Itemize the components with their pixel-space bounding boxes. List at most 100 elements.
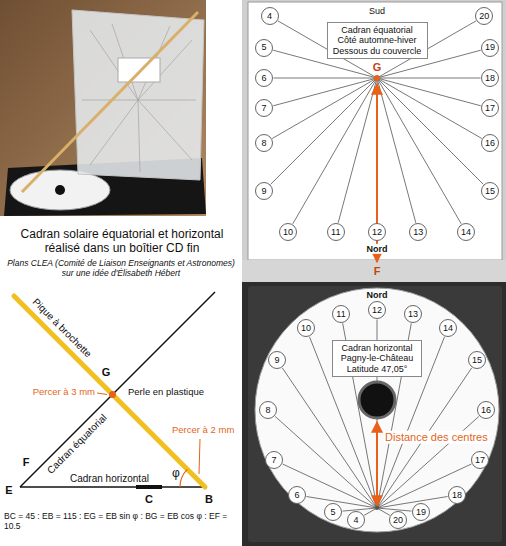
part-label: Pique à brochette <box>30 296 94 360</box>
hour-line <box>377 78 482 139</box>
hour-circle: 4 <box>347 511 365 529</box>
dimension-note: BC = 45 : EB = 115 : EG = EB sin φ : BG … <box>4 512 240 532</box>
hour-line <box>377 78 416 223</box>
angle-label: φ <box>172 467 180 481</box>
hour-number: 5 <box>330 508 335 517</box>
hour-number: 7 <box>271 456 276 465</box>
disc-hub <box>55 185 65 195</box>
hour-number: 11 <box>336 310 345 319</box>
hour-line <box>343 508 378 511</box>
hour-line <box>274 78 378 79</box>
hour-line <box>90 100 138 165</box>
dial-label-box: Cadran horizontal Pagny-le-Château Latit… <box>332 340 422 377</box>
dial-hub <box>359 382 395 418</box>
hour-number: 4 <box>353 516 358 525</box>
hour-number: 8 <box>265 406 270 415</box>
hour-number: 20 <box>393 516 403 525</box>
hour-line <box>138 100 196 101</box>
direction-label: Sud <box>369 6 385 16</box>
hour-number: 19 <box>485 43 495 52</box>
hour-number: 16 <box>481 406 491 415</box>
hour-circle: 12 <box>368 223 386 241</box>
dial-label-text: Cadran équatorial Côté automne-hiver Des… <box>333 25 422 56</box>
hour-circle: 16 <box>477 401 495 419</box>
hour-number: 6 <box>294 491 299 500</box>
cd-case-tray <box>248 286 502 542</box>
hour-circle: 15 <box>481 182 499 200</box>
hour-number: 17 <box>485 104 495 113</box>
hour-circle: 7 <box>265 451 283 469</box>
equatorial-dial-face <box>248 2 502 260</box>
dial-label-box <box>118 58 160 82</box>
hour-circle: 11 <box>327 223 345 241</box>
leader-line <box>97 393 107 395</box>
skewer-gnomon <box>14 296 205 487</box>
hour-circle: 14 <box>439 319 457 337</box>
hour-number: 7 <box>261 104 266 113</box>
horizontal-dial-face <box>255 288 499 532</box>
hour-number: 16 <box>485 139 495 148</box>
hour-line <box>273 78 377 106</box>
hour-circle: 18 <box>481 69 499 87</box>
hour-number: 12 <box>372 228 382 237</box>
point-label: F <box>374 265 381 278</box>
part-label: Cadran horizontal <box>70 473 149 485</box>
hour-line <box>138 100 140 172</box>
hour-line <box>138 100 192 160</box>
hour-circle: 17 <box>471 451 489 469</box>
cd-case-base <box>242 282 506 546</box>
point-label: E <box>5 484 12 497</box>
hour-number: 19 <box>416 508 426 517</box>
cd-case-lid <box>72 10 204 180</box>
hour-circle: 8 <box>255 134 273 152</box>
dial-center <box>375 506 379 510</box>
hour-line <box>377 78 461 224</box>
hour-circle: 10 <box>297 319 315 337</box>
photo-background <box>0 0 206 216</box>
point-label: F <box>23 456 30 469</box>
hour-number: 5 <box>261 43 266 52</box>
lid-frame <box>242 0 506 282</box>
hour-line <box>377 78 481 106</box>
distance-arrow <box>376 422 378 506</box>
hour-number: 14 <box>443 324 453 333</box>
hour-number: 9 <box>261 187 266 196</box>
point-label: G <box>102 366 111 379</box>
hour-number: 15 <box>485 187 495 196</box>
hour-line <box>283 464 377 508</box>
hour-circle: 12 <box>368 301 386 319</box>
hour-number: 20 <box>479 12 489 21</box>
hour-line <box>377 497 448 509</box>
gnomon-point <box>374 75 380 81</box>
direction-label: Nord <box>366 244 389 254</box>
hour-number: 6 <box>261 74 266 83</box>
skewer-gnomon <box>22 12 198 192</box>
hour-line <box>293 78 377 224</box>
hour-line <box>377 464 471 508</box>
point-label: C <box>145 493 153 506</box>
angle-arc <box>180 469 187 487</box>
hour-circle: 15 <box>468 351 486 369</box>
hour-circle: 16 <box>481 134 499 152</box>
part-label: Cadran équatorial <box>45 412 109 476</box>
horizontal-dial-line <box>20 486 205 488</box>
dial-label-text: Cadran horizontal Pagny-le-Château Latit… <box>341 343 414 374</box>
direction-label: Nord <box>367 290 388 300</box>
hour-circle: 5 <box>324 503 342 521</box>
hour-number: 18 <box>485 74 495 83</box>
hour-circle: 6 <box>255 69 273 87</box>
plastic-bead <box>109 391 116 398</box>
point-label: G <box>373 61 382 74</box>
hour-circle: 11 <box>332 305 350 323</box>
hour-circle: 6 <box>288 486 306 504</box>
hour-circle: 7 <box>255 99 273 117</box>
hour-circle: 9 <box>268 351 286 369</box>
hour-number: 18 <box>452 491 462 500</box>
hour-circle: 18 <box>448 486 466 504</box>
hour-number: 9 <box>274 356 279 365</box>
hour-number: 13 <box>413 228 423 237</box>
hour-number: 14 <box>461 228 471 237</box>
credit-note: Plans CLEA (Comité de Liaison Enseignant… <box>2 259 240 279</box>
hour-line <box>377 78 483 184</box>
part-label: Perle en plastique <box>128 387 204 398</box>
